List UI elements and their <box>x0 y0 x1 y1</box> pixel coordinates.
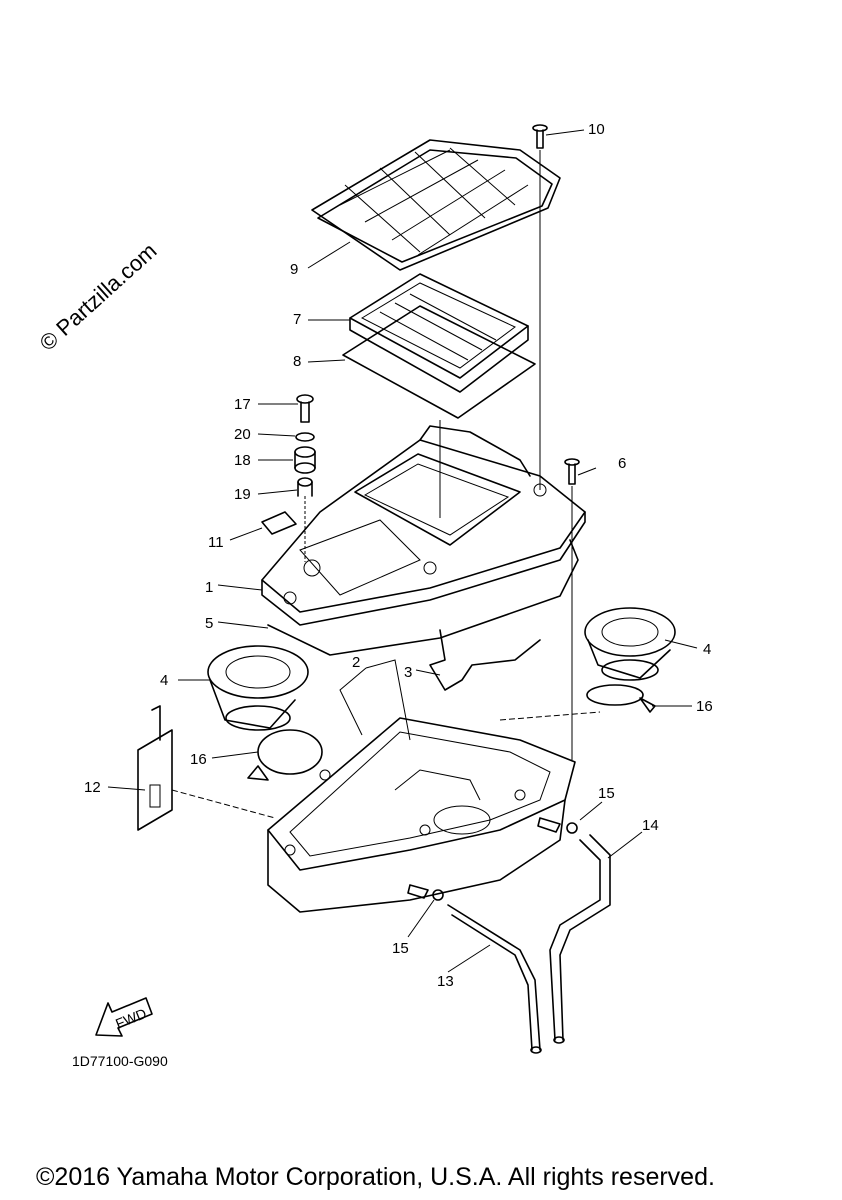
part-18-grommet <box>294 446 316 474</box>
part-16-clamp-right <box>586 684 656 713</box>
callout-5: 5 <box>205 615 213 632</box>
callout-7: 7 <box>293 311 301 328</box>
callout-14: 14 <box>642 817 659 834</box>
callout-15-upper: 15 <box>598 785 615 802</box>
part-3-pipe <box>429 629 541 691</box>
fwd-arrow-icon: FWD <box>95 997 153 1037</box>
part-19-collar <box>297 477 313 497</box>
part-15-clip-upper <box>537 817 578 834</box>
part-17-screw <box>296 394 314 423</box>
callout-9: 9 <box>290 261 298 278</box>
part-4-joint-right <box>584 607 676 681</box>
part-4-joint-left <box>207 645 309 731</box>
part-16-clamp-left <box>247 729 323 781</box>
callout-2: 2 <box>352 654 360 671</box>
part-15-clip-lower <box>407 884 444 901</box>
callout-16-left: 16 <box>190 751 207 768</box>
part-2-lower-case <box>267 717 576 913</box>
part-7-filter <box>349 273 529 393</box>
callout-11: 11 <box>208 534 224 551</box>
part-20-washer <box>295 432 315 442</box>
diagram-code: 1D77100-G090 <box>72 1053 168 1069</box>
callout-20: 20 <box>234 426 251 443</box>
part-1-upper-case <box>261 425 586 626</box>
callout-1: 1 <box>205 579 213 596</box>
leader-lines <box>107 129 698 973</box>
callout-3: 3 <box>404 664 412 681</box>
watermark: © Partzilla.com <box>35 238 162 356</box>
callout-13: 13 <box>437 973 454 990</box>
copyright-notice: ©2016 Yamaha Motor Corporation, U.S.A. A… <box>36 1163 715 1191</box>
part-12-label <box>137 705 173 831</box>
callout-8: 8 <box>293 353 301 370</box>
part-9-cover <box>311 139 561 271</box>
part-14-hose <box>549 834 611 1041</box>
callout-17: 17 <box>234 396 251 413</box>
callout-12: 12 <box>84 779 101 796</box>
part-13-hose <box>447 904 541 1051</box>
callout-6: 6 <box>618 455 626 472</box>
callout-10: 10 <box>588 121 605 138</box>
callout-15-lower: 15 <box>392 940 409 957</box>
callout-4-right: 4 <box>703 641 711 658</box>
part-10-screw <box>532 124 548 149</box>
callout-16-right: 16 <box>696 698 713 715</box>
part-8-seal <box>342 305 536 419</box>
callout-4-left: 4 <box>160 672 168 689</box>
part-6-screw <box>564 458 580 485</box>
part-11-label <box>261 511 297 535</box>
callout-19: 19 <box>234 486 251 503</box>
part-5-gasket <box>267 539 579 656</box>
callout-18: 18 <box>234 452 251 469</box>
